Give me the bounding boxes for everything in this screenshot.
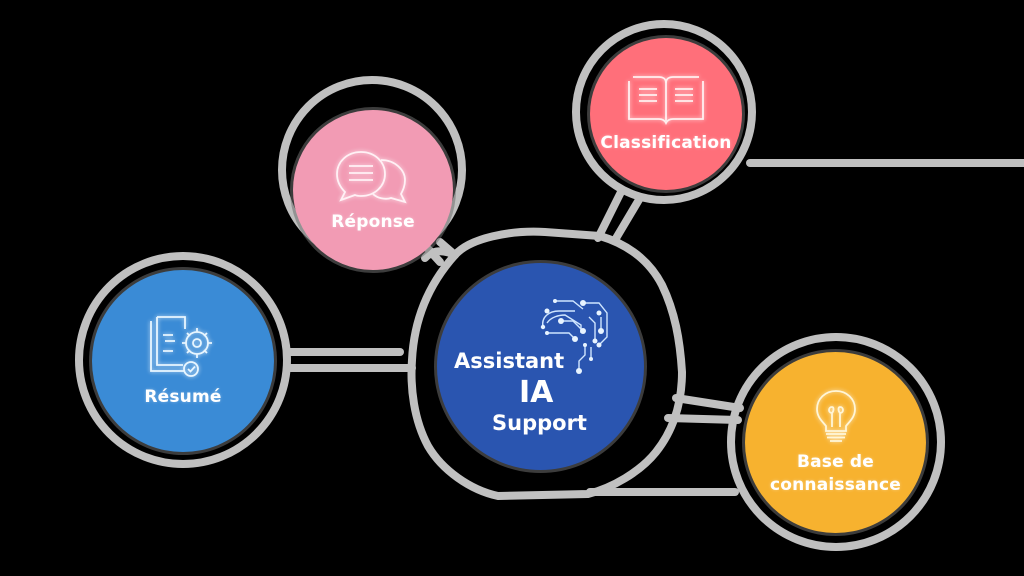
node-reponse: Réponse xyxy=(293,110,453,270)
node-base-connaissance: Base de connaissance xyxy=(745,352,926,533)
node-classification-label: Classification xyxy=(600,133,732,153)
classification-ring xyxy=(572,20,756,204)
node-reponse-label: Réponse xyxy=(331,212,415,232)
center-title-line3: Support xyxy=(492,411,587,435)
document-gear-icon xyxy=(150,316,212,377)
center-ring xyxy=(407,227,686,500)
node-base-label: Base de connaissance xyxy=(770,451,901,497)
resume-ring xyxy=(75,252,291,468)
node-classification: Classification xyxy=(590,38,742,190)
node-resume-label: Résumé xyxy=(144,387,222,407)
open-book-icon xyxy=(628,76,704,125)
center-title-line2: IA xyxy=(519,375,554,410)
lightbulb-icon xyxy=(815,389,856,442)
node-base-label-line2: connaissance xyxy=(769,474,902,495)
node-center-assistant: Assistant IA Support xyxy=(437,263,644,470)
node-resume: Résumé xyxy=(92,270,274,452)
brain-circuit-icon xyxy=(540,299,608,374)
speech-bubbles-icon xyxy=(336,151,407,204)
node-base-label-line1: Base de xyxy=(796,451,875,472)
base-ring xyxy=(727,333,945,551)
center-title-line1: Assistant xyxy=(454,349,565,373)
